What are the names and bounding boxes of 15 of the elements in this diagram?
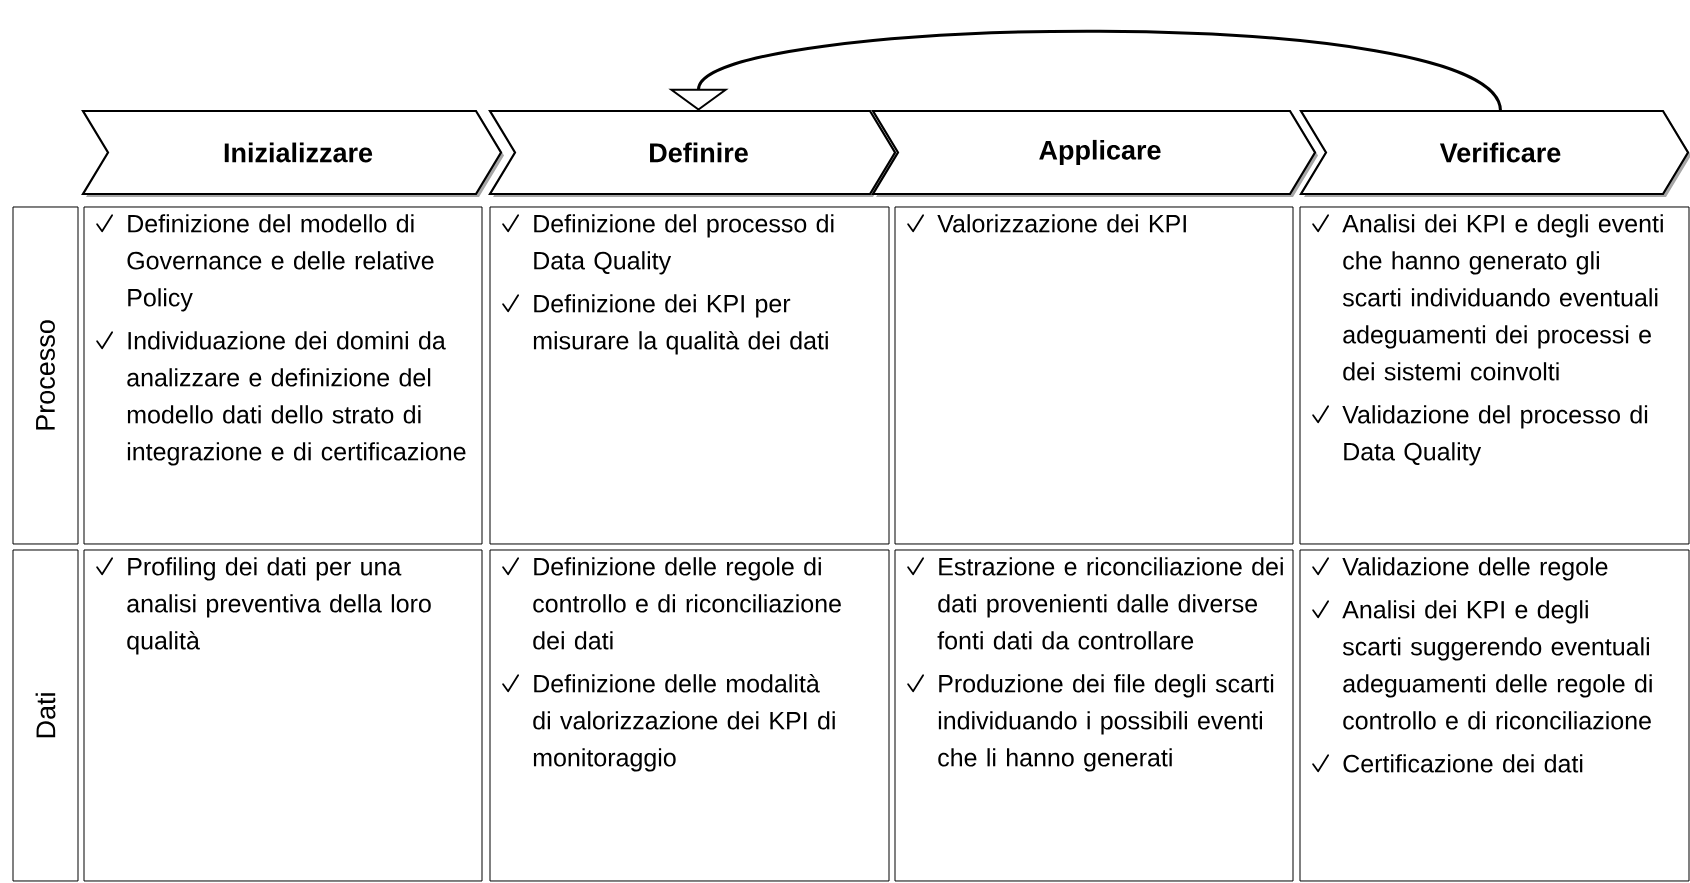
- table-cell: Definizione del modello di Governance e delle relative Policy Individuazione dei domini da analizzare e definizione del modello dati dello strato di integrazione e di certificazione: [83, 206, 483, 545]
- node-label: Verificare: [1439, 142, 1561, 163]
- chevron-step: Verificare: [1299, 109, 1690, 197]
- table-cell: Validazione delle regole Analisi dei KPI e degli scarti suggerendo eventuali adeguamenti delle regole di controllo e di riconciliazione Certificazione dei dati: [1299, 549, 1690, 882]
- table-cell: Analisi dei KPI e degli eventi che hanno generato gli scarti individuando eventuali adeguamenti dei processi e dei sistemi coinvolti Validazione del processo di Data Quality: [1299, 206, 1690, 545]
- row-header: Dati: [12, 549, 79, 882]
- row-header: Processo: [12, 206, 79, 545]
- chevron-step: Inizializzare: [81, 109, 504, 197]
- table-cell: Estrazione e riconciliazione dei dati provenienti dalle diverse fonti dati da controllare Produzione dei file degli scarti individuando i possibili eventi che li hanno generati: [894, 549, 1294, 882]
- chevron-step: Applicare: [871, 109, 1318, 197]
- table-cell: Definizione del processo di Data Quality Definizione dei KPI per misurare la qualità dei dati: [489, 206, 890, 545]
- table-cell: Valorizzazione dei KPI: [894, 206, 1294, 545]
- chevron-step: Definire: [488, 109, 898, 197]
- table-cell: Profiling dei dati per una analisi preventiva della loro qualità: [83, 549, 483, 882]
- table-cell: Definizione delle regole di controllo e di riconciliazione dei dati Definizione delle modalità di valorizzazione dei KPI di monitoraggio: [489, 549, 890, 882]
